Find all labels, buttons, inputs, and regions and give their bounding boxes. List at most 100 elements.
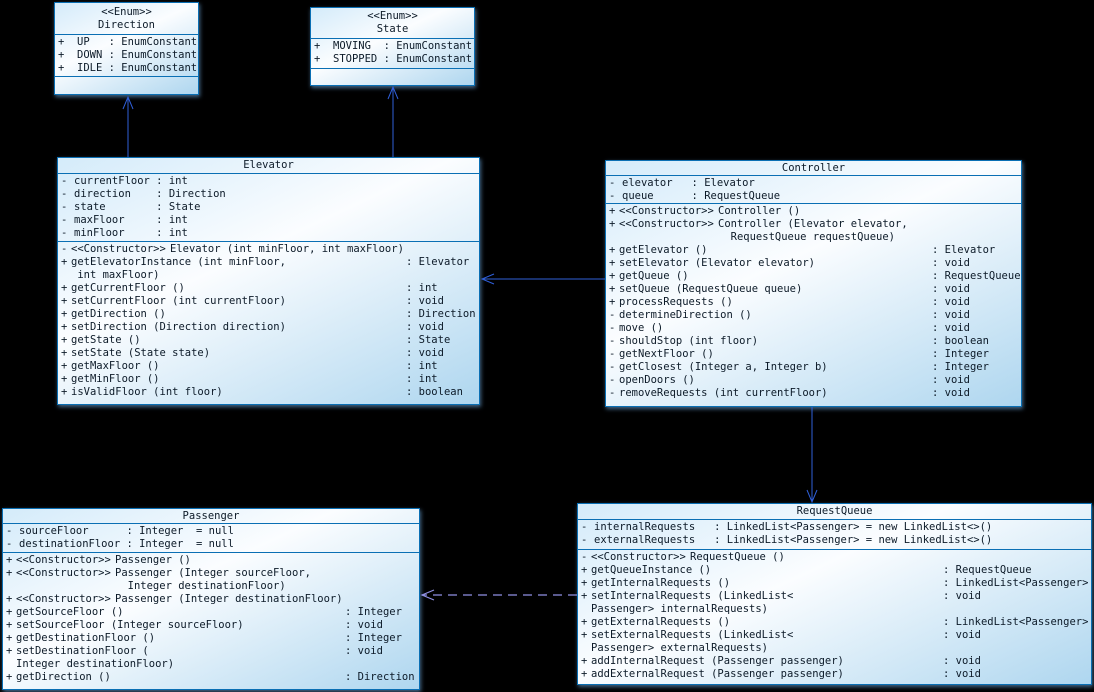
method-row: + getSourceFloor () Integer bbox=[3, 606, 419, 619]
visibility: + bbox=[61, 360, 68, 372]
open-arrowhead-icon bbox=[387, 85, 399, 100]
field-name: sourceFloor bbox=[19, 525, 89, 537]
field-type: EnumConstant bbox=[384, 40, 472, 53]
method-return-type: void bbox=[932, 283, 970, 296]
method-return-type: LinkedList<Passenger> bbox=[943, 577, 1089, 590]
visibility: + bbox=[58, 49, 65, 61]
method-signature: getMaxFloor () bbox=[71, 360, 160, 372]
fields-compartment: - elevator Elevator - queue RequestQueue bbox=[606, 175, 1021, 203]
visibility: - bbox=[581, 551, 588, 563]
fields-compartment: - sourceFloor Integer null - destination… bbox=[3, 523, 419, 552]
method-signature: setQueue (RequestQueue queue) bbox=[619, 283, 803, 295]
visibility: + bbox=[314, 40, 321, 52]
class-title: Passenger bbox=[3, 509, 419, 523]
method-row: + getExternalRequests () LinkedList<Pass… bbox=[578, 616, 1091, 629]
open-arrowhead-icon bbox=[480, 273, 495, 285]
class-controller[interactable]: Controller - elevator Elevator - queue R… bbox=[605, 160, 1022, 407]
visibility: + bbox=[6, 632, 13, 644]
field-type: int bbox=[156, 227, 188, 240]
fields-compartment: - currentFloor int - direction Direction… bbox=[58, 173, 479, 241]
method-stereotype: <<Constructor>> bbox=[71, 243, 166, 255]
method-row: + addExternalRequest (Passenger passenge… bbox=[578, 668, 1091, 681]
field-name: direction bbox=[74, 188, 131, 200]
class-name: Direction bbox=[98, 18, 155, 31]
method-stereotype: <<Constructor>> bbox=[619, 218, 714, 230]
method-return-type: void bbox=[943, 629, 981, 642]
method-signature: getDirection () bbox=[16, 671, 111, 683]
class-direction[interactable]: <<Enum>> Direction + UP EnumConstant + D… bbox=[54, 2, 199, 95]
method-row: + getMinFloor () int bbox=[58, 373, 479, 386]
method-signature: setSourceFloor (Integer sourceFloor) bbox=[16, 619, 244, 631]
field-name: queue bbox=[622, 190, 654, 202]
association-elevator-direction[interactable] bbox=[122, 95, 134, 157]
method-row: + getQueue () RequestQueue bbox=[606, 270, 1021, 283]
field-row: - state State bbox=[58, 201, 479, 214]
class-requestqueue[interactable]: RequestQueue - internalRequests LinkedLi… bbox=[577, 503, 1092, 685]
method-signature: setDirection (Direction direction) bbox=[71, 321, 286, 333]
visibility: + bbox=[61, 256, 68, 268]
association-controller-requestqueue[interactable] bbox=[806, 407, 818, 504]
method-row: - <<Constructor>> RequestQueue () bbox=[578, 551, 1091, 564]
method-signature: openDoors () bbox=[619, 374, 695, 386]
field-row: + IDLE EnumConstant bbox=[55, 62, 198, 75]
field-type: EnumConstant bbox=[109, 49, 197, 62]
method-row: + setDestinationFloor ( Integer destinat… bbox=[3, 645, 419, 671]
class-name: RequestQueue bbox=[796, 505, 873, 517]
visibility: + bbox=[58, 36, 65, 48]
association-elevator-state[interactable] bbox=[387, 85, 399, 157]
field-type: Integer bbox=[126, 525, 196, 538]
class-name: Elevator bbox=[243, 159, 294, 171]
visibility: + bbox=[61, 386, 68, 398]
method-return-type: Integer bbox=[345, 606, 402, 619]
class-passenger[interactable]: Passenger - sourceFloor Integer null - d… bbox=[2, 508, 420, 690]
class-title: <<Enum>> Direction bbox=[55, 3, 198, 34]
class-title: Elevator bbox=[58, 158, 479, 173]
method-return-type: int bbox=[406, 373, 438, 386]
field-name: maxFloor bbox=[74, 214, 125, 226]
method-row: + getElevatorInstance (int minFloor, int… bbox=[58, 256, 479, 282]
visibility: + bbox=[61, 321, 68, 333]
visibility: + bbox=[6, 671, 13, 683]
method-row: + setState (State state) void bbox=[58, 347, 479, 360]
dependency-requestqueue-passenger[interactable] bbox=[420, 589, 577, 601]
method-signature: getExternalRequests () bbox=[591, 616, 731, 628]
field-row: + MOVING EnumConstant bbox=[311, 40, 474, 53]
method-signature: setExternalRequests (LinkedList< Passeng… bbox=[591, 629, 794, 654]
visibility: + bbox=[609, 218, 616, 230]
method-signature: setInternalRequests (LinkedList< Passeng… bbox=[591, 590, 794, 615]
method-row: - move () void bbox=[606, 322, 1021, 335]
visibility: - bbox=[609, 309, 616, 321]
method-return-type: boolean bbox=[932, 335, 989, 348]
visibility: + bbox=[314, 53, 321, 65]
class-name: Passenger bbox=[182, 509, 240, 522]
visibility: + bbox=[61, 334, 68, 346]
method-row: - getClosest (Integer a, Integer b) Inte… bbox=[606, 361, 1021, 374]
association-controller-elevator[interactable] bbox=[480, 273, 605, 285]
method-signature: addInternalRequest (Passenger passenger) bbox=[591, 655, 844, 667]
visibility: - bbox=[609, 348, 616, 360]
method-signature: getNextFloor () bbox=[619, 348, 714, 360]
method-return-type: void bbox=[345, 619, 383, 632]
methods-compartment: - <<Constructor>> RequestQueue () + getQ… bbox=[578, 549, 1091, 684]
visibility: - bbox=[61, 175, 68, 187]
method-return-type: void bbox=[943, 668, 981, 681]
method-signature: getInternalRequests () bbox=[591, 577, 731, 589]
method-signature: Controller (Elevator elevator, RequestQu… bbox=[718, 218, 908, 243]
field-row: - sourceFloor Integer null bbox=[3, 525, 419, 538]
field-default: null bbox=[196, 525, 419, 538]
method-row: - removeRequests (int currentFloor) void bbox=[606, 387, 1021, 400]
field-name: destinationFloor bbox=[19, 538, 121, 550]
visibility: - bbox=[609, 177, 616, 189]
class-elevator[interactable]: Elevator - currentFloor int - direction … bbox=[57, 157, 480, 405]
visibility: + bbox=[61, 373, 68, 385]
method-row: + <<Constructor>> Controller (Elevator e… bbox=[606, 218, 1021, 244]
field-type: Elevator bbox=[692, 177, 755, 190]
method-return-type: void bbox=[932, 322, 970, 335]
class-state[interactable]: <<Enum>> State + MOVING EnumConstant + S… bbox=[310, 7, 475, 86]
visibility: + bbox=[609, 283, 616, 295]
method-row: + setDirection (Direction direction) voi… bbox=[58, 321, 479, 334]
method-signature: Passenger () bbox=[115, 554, 191, 566]
method-signature: determineDirection () bbox=[619, 309, 752, 321]
field-row: - externalRequests LinkedList<Passenger>… bbox=[578, 534, 1091, 547]
field-row: + UP EnumConstant bbox=[55, 36, 198, 49]
